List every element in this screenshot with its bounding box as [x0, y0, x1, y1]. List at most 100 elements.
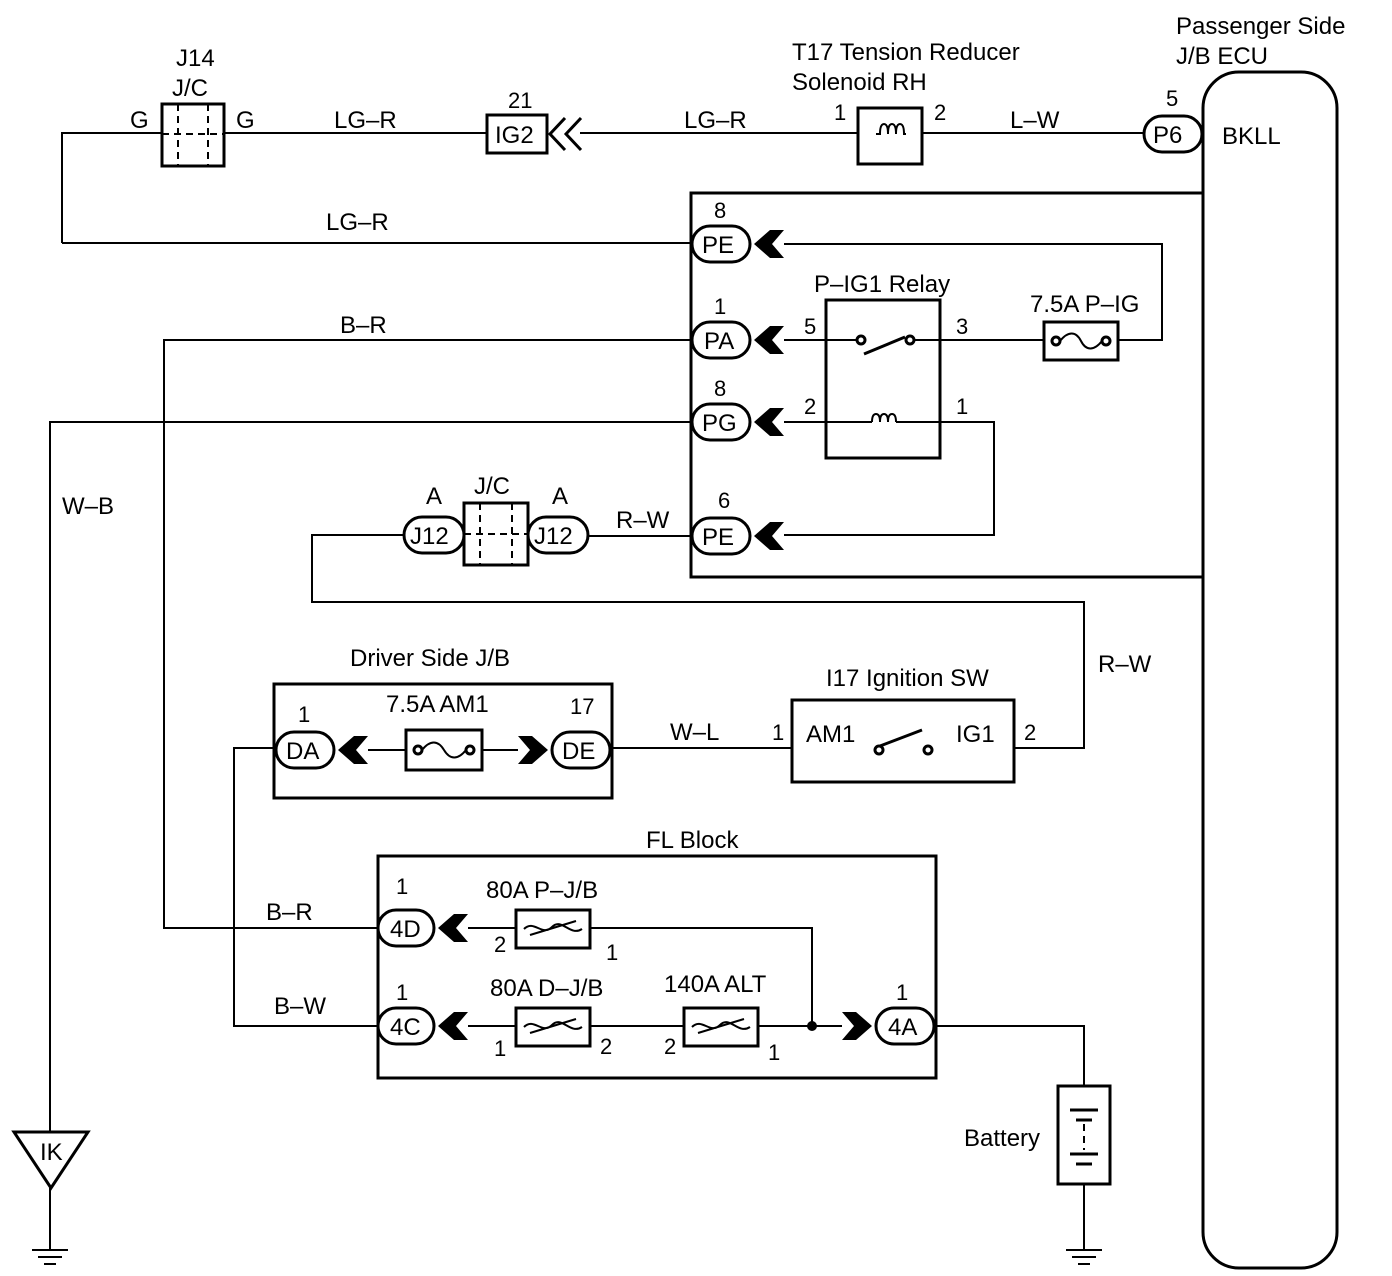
pe-top-label: PE: [702, 232, 734, 259]
fuse-pig: 7.5A P–IG: [1030, 291, 1139, 362]
ign-blade: [879, 728, 923, 748]
wire-label-lw: L–W: [1010, 107, 1060, 134]
pg-label: PG: [702, 410, 737, 437]
pg-circuit: W–B 8 PG: [49, 376, 826, 1132]
de-arrow-icon: [518, 736, 548, 764]
wire-label-rw-pe: R–W: [616, 507, 670, 534]
wire-pjb-junction: [590, 927, 813, 1026]
wire-4a-battery: [934, 1025, 1085, 1086]
fuse-djb-element-icon: [523, 1018, 583, 1034]
wire-label-lgr-1: LG–R: [334, 107, 397, 134]
wire-label-rw-right: R–W: [1098, 651, 1152, 678]
relay-switch-contact-r: [904, 334, 916, 346]
de-pill: [550, 730, 612, 770]
fuse-pig-box: [1042, 320, 1120, 362]
j12-right-label: J12: [534, 523, 573, 550]
bkll-label: BKLL: [1222, 123, 1281, 150]
fuse-am1-end-r: [464, 744, 476, 756]
pe-top-pin: 8: [714, 198, 726, 223]
conn-4c-label: 4C: [390, 1014, 421, 1041]
fuse-djb-label: 80A D–J/B: [490, 975, 603, 1002]
wire-g-left: [61, 132, 162, 243]
wire-label-br-pa: B–R: [340, 312, 387, 339]
fuse-alt-label: 140A ALT: [664, 971, 767, 998]
wire-wb-pg: [49, 421, 692, 1132]
ground-ik: IK: [11, 1130, 91, 1265]
conn-4a-label: 4A: [888, 1014, 917, 1041]
j12-right-letter: A: [552, 483, 568, 510]
fuse-pig-element-icon: [1059, 332, 1103, 350]
t17-title-line1: T17 Tension Reducer: [792, 39, 1020, 66]
relay-pin-1: 1: [956, 394, 968, 419]
ig2-connector: 21 IG2: [485, 88, 583, 155]
ig2-chevron-icon: [547, 116, 583, 152]
fuse-pig-label: 7.5A P–IG: [1030, 291, 1139, 318]
conn-4c-arrow-icon: [438, 1012, 468, 1040]
ecu-title-line2: J/B ECU: [1176, 43, 1268, 70]
fuse-pjb-element-icon: [523, 920, 583, 936]
da-pin: 1: [298, 702, 310, 727]
da-label: DA: [286, 738, 319, 765]
ign-title: I17 Ignition SW: [826, 665, 989, 692]
wire-j12-to-ign: [311, 534, 1085, 749]
t17-coil-icon: [876, 122, 906, 135]
p6-pin: 5: [1166, 86, 1178, 111]
conn-4d-pill: [376, 908, 436, 948]
fuse-pig-end-r: [1100, 335, 1112, 347]
pg-arrow-icon: [754, 408, 784, 436]
driver-jb-box: [272, 682, 614, 800]
j12-right-pill: [526, 515, 590, 555]
da-arrow-icon: [338, 736, 368, 764]
pe-top-arrow-icon: [754, 230, 784, 258]
fl-block: FL Block 1 4D 80A P–J/B 2 1 1 4C 80A D–J…: [376, 827, 938, 1080]
relay-coil-wire-r: [784, 421, 995, 536]
jc-mid-label: J/C: [474, 473, 510, 500]
wire-label-bw-4c: B–W: [274, 993, 326, 1020]
da-pill: [274, 730, 336, 770]
pa-pin: 1: [714, 294, 726, 319]
j12-left-label: J12: [410, 523, 449, 550]
battery-box: [1056, 1084, 1112, 1186]
ign-am1-label: AM1: [806, 721, 855, 748]
pa-pill: [690, 320, 752, 360]
pe-bot-arrow-icon: [754, 522, 784, 550]
pe-bot-pin: 6: [718, 488, 730, 513]
p6-label: P6: [1153, 122, 1182, 149]
pa-label: PA: [704, 328, 734, 355]
conn-4a-arrow-icon: [842, 1012, 872, 1040]
j12-junction: A A J/C J12 J12 R–W: [311, 473, 1152, 749]
battery: Battery: [934, 1025, 1112, 1265]
pg-pin: 8: [714, 376, 726, 401]
pig1-relay: P–IG1 Relay 5 3 2 1: [784, 271, 1044, 536]
conn-4a-pin: 1: [896, 980, 908, 1005]
j14-junction-connector: J14 J/C G G: [130, 45, 255, 168]
t17-box: [856, 106, 924, 166]
j14-right-wire-color: G: [236, 107, 255, 134]
fuse-pjb-pin-2: 2: [494, 932, 506, 957]
pg-pill: [690, 402, 752, 442]
pe-bottom-circuit: 6 PE R–W: [588, 488, 784, 556]
relay-box: [824, 298, 942, 460]
de-pin: 17: [570, 694, 594, 719]
relay-coil-icon: [871, 412, 897, 423]
ign-contact-r: [922, 744, 934, 756]
fuse-pjb-label: 80A P–J/B: [486, 877, 598, 904]
relay-pin-2: 2: [804, 394, 816, 419]
pe-bot-label: PE: [702, 524, 734, 551]
wire-label-lgr-pe: LG–R: [326, 209, 389, 236]
ig2-pin: 21: [508, 88, 532, 113]
ground-ik-label: IK: [40, 1139, 63, 1166]
ign-pin-2: 2: [1024, 720, 1036, 745]
fuse-am1-element-icon: [421, 741, 467, 759]
conn-4d-arrow-icon: [438, 914, 468, 942]
t17-pin-1: 1: [834, 100, 846, 125]
pe-top-circuit: LG–R 8 PE: [62, 198, 1163, 341]
relay-switch-blade: [863, 335, 906, 356]
ig2-box: [485, 113, 549, 155]
conn-4c-pin: 1: [396, 980, 408, 1005]
fuse-am1-label: 7.5A AM1: [386, 691, 489, 718]
conn-4d-label: 4D: [390, 916, 421, 943]
ignition-switch: I17 Ignition SW 1 2 AM1 IG1: [772, 665, 1036, 784]
de-label: DE: [562, 738, 595, 765]
